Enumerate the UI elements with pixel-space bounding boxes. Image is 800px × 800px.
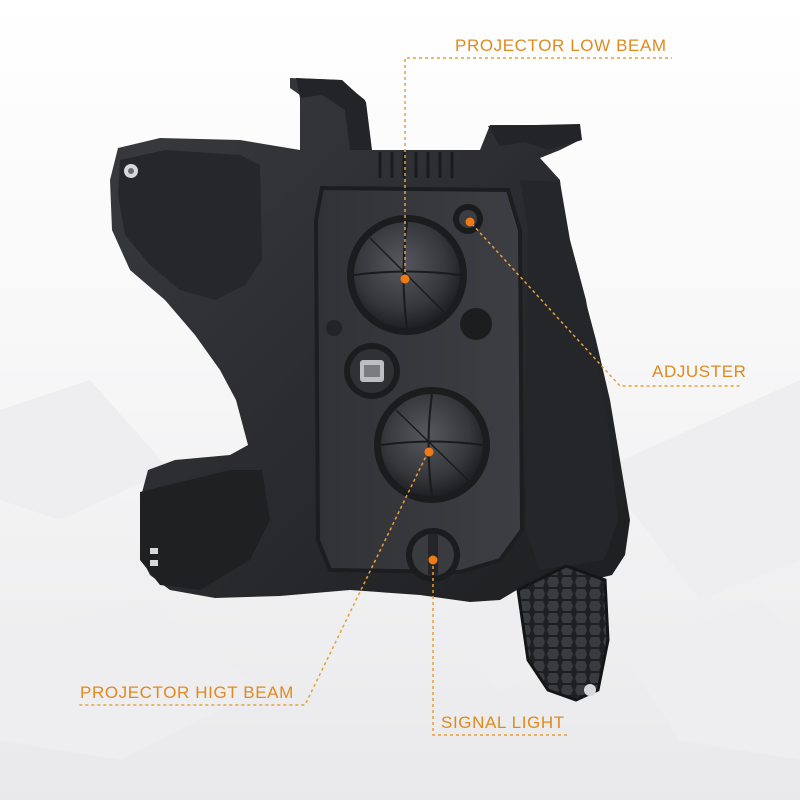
right-frame bbox=[520, 180, 618, 570]
honeycomb-bracket bbox=[516, 564, 610, 702]
small-bolt bbox=[326, 320, 342, 336]
signal-leader bbox=[432, 560, 568, 736]
high-beam-leader bbox=[78, 451, 429, 706]
high-beam-dome bbox=[374, 387, 490, 503]
top-mount-tab bbox=[296, 78, 372, 150]
panel-recess bbox=[313, 185, 525, 575]
lower-left-foot bbox=[140, 470, 270, 590]
wiring-connector bbox=[344, 343, 400, 399]
signal-marker bbox=[428, 555, 438, 565]
panel-boss bbox=[460, 308, 492, 340]
low-beam-marker bbox=[400, 274, 410, 284]
adjuster-marker bbox=[465, 217, 475, 227]
label-projector-high-beam: PROJECTOR HIGT BEAM bbox=[80, 683, 294, 702]
foot-clip bbox=[150, 548, 158, 566]
callout-lines bbox=[78, 57, 742, 736]
label-projector-low-beam: PROJECTOR LOW BEAM bbox=[455, 36, 667, 55]
vent-ribs bbox=[378, 152, 454, 178]
adjuster-leader bbox=[471, 223, 742, 387]
label-adjuster: ADJUSTER bbox=[652, 362, 747, 381]
bracket-mount-hole bbox=[584, 684, 596, 696]
label-signal-light: SIGNAL LIGHT bbox=[441, 713, 565, 732]
low-beam-leader bbox=[404, 57, 672, 278]
headlight-housing bbox=[110, 78, 630, 702]
right-mount-bracket bbox=[488, 124, 582, 150]
signal-socket bbox=[406, 528, 460, 582]
housing-left-lobe bbox=[118, 150, 262, 300]
callout-markers bbox=[400, 217, 475, 565]
high-beam-marker bbox=[424, 447, 434, 457]
